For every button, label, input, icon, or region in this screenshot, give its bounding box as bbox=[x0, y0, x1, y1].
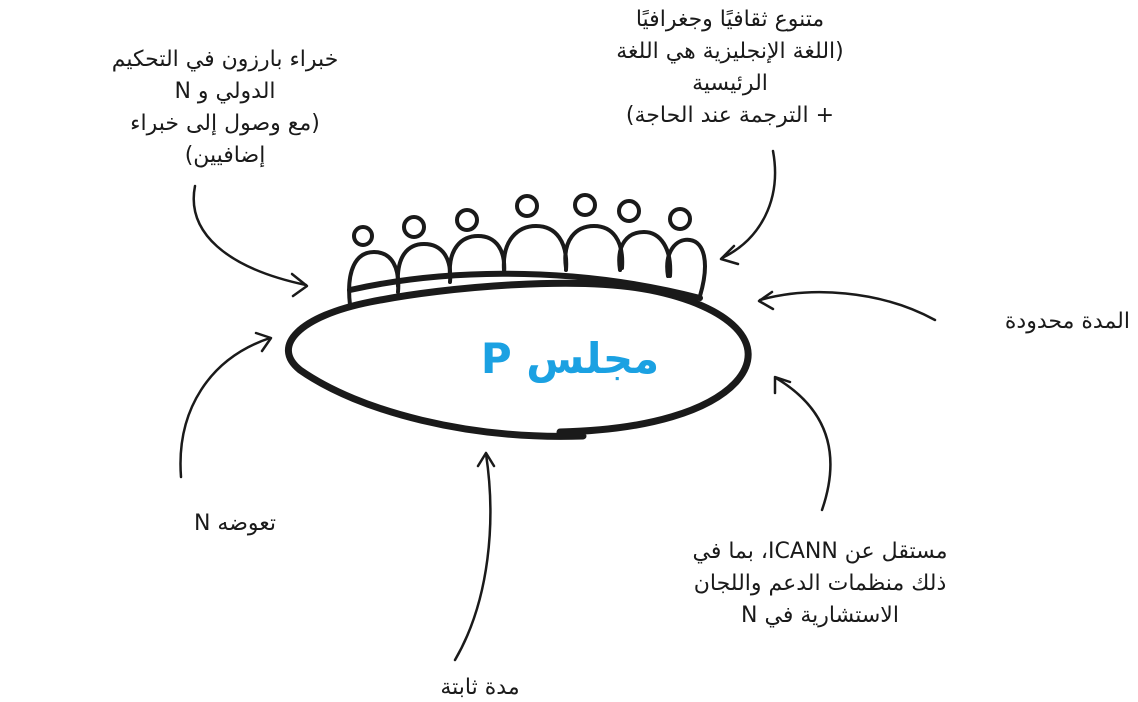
experts-line: الدولي و N bbox=[174, 79, 276, 104]
member-head-icon bbox=[668, 207, 692, 231]
panel-members-icon bbox=[347, 193, 707, 307]
diversity-line: الرئيسية bbox=[692, 71, 768, 96]
member-head-icon bbox=[617, 199, 641, 223]
diversity-line: (اللغة الإنجليزية هي اللغة bbox=[616, 39, 844, 64]
member-head-icon bbox=[455, 208, 479, 232]
experts-line: (مع وصول إلى خبراء bbox=[130, 111, 320, 136]
sketch-arrow-icon bbox=[179, 149, 937, 662]
independence-line: ذلك منظمات الدعم واللجان bbox=[693, 571, 947, 596]
table-outline bbox=[285, 279, 752, 440]
compensation-annotation: تعوضه N bbox=[193, 511, 277, 536]
experts-line: خبراء بارزون في التحكيم bbox=[111, 47, 339, 72]
diversity-annotation: متنوع ثقافيًا وجغرافيًا (اللغة الإنجليزي… bbox=[530, 4, 930, 132]
member-body-icon bbox=[501, 224, 569, 272]
limited-term-annotation: المدة محدودة bbox=[1004, 309, 1130, 334]
member-head-icon bbox=[573, 193, 597, 217]
experts-annotation: خبراء بارزون في التحكيم الدولي و N (مع و… bbox=[40, 44, 410, 172]
diversity-line: + الترجمة عند الحاجة) bbox=[625, 103, 835, 128]
member-head-icon bbox=[352, 225, 374, 247]
member-head-icon bbox=[515, 194, 539, 218]
member-head-icon bbox=[402, 215, 426, 239]
experts-line: إضافيين) bbox=[184, 143, 266, 168]
fixed-term-annotation: مدة ثابتة bbox=[440, 675, 520, 700]
member-body-icon bbox=[617, 230, 673, 278]
member-body-icon bbox=[447, 234, 507, 278]
diversity-line: متنوع ثقافيًا وجغرافيًا bbox=[635, 7, 825, 32]
independence-line: الاستشارية في N bbox=[741, 603, 899, 628]
member-body-icon bbox=[563, 224, 625, 270]
independence-annotation: مستقل عن ICANN، بما في ذلك منظمات الدعم … bbox=[600, 536, 1040, 632]
independence-line: مستقل عن ICANN، بما في bbox=[692, 539, 948, 564]
member-body-icon bbox=[665, 237, 707, 298]
panel-title: مجلس P bbox=[480, 334, 660, 383]
